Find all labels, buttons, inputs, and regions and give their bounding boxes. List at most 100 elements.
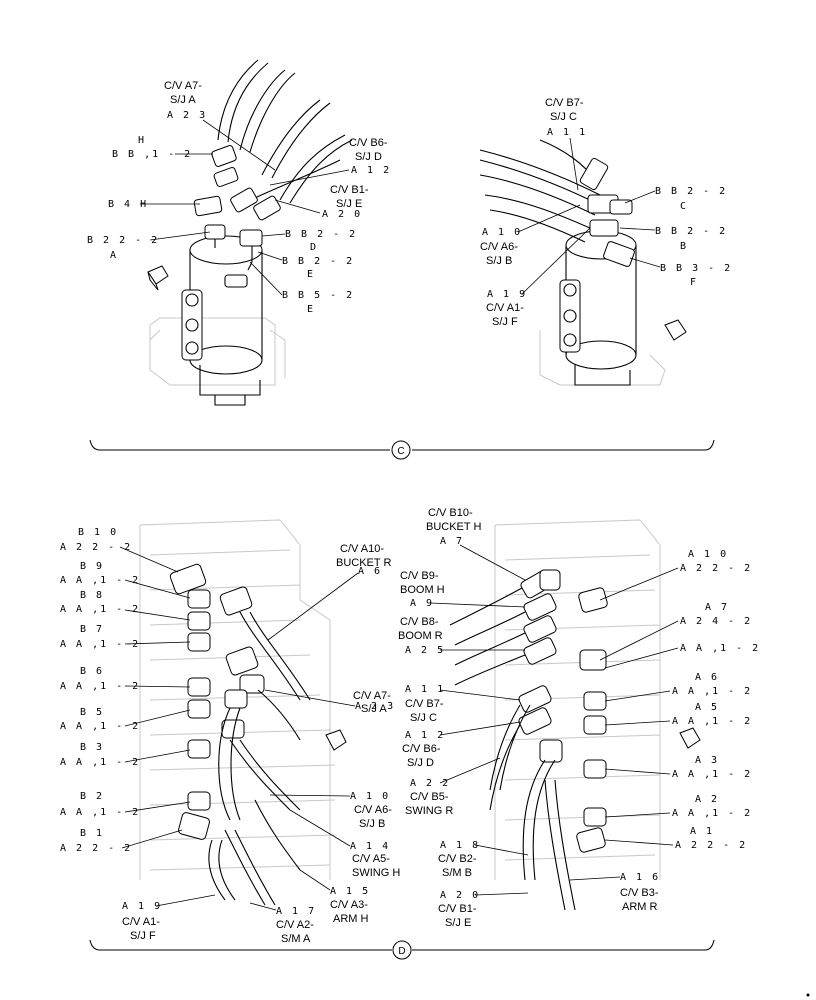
lbl-d-a7-2: S/J A — [361, 703, 387, 715]
lbl-d-a6-2: S/J B — [359, 818, 385, 830]
ref-d-a6: A 6 — [358, 566, 382, 577]
ref-d-r-a1v: A 2 2 - 2 — [675, 840, 747, 851]
view-marker-c — [391, 440, 411, 460]
ref-d-r-a5v: A A ,1 - 2 — [672, 716, 752, 727]
swivel-body-right — [539, 230, 666, 386]
ref-c-a23: A 2 3 — [167, 110, 207, 121]
lbl-d-b2-1: C/V B2- — [438, 853, 477, 865]
bracket-d: D — [89, 939, 715, 960]
ref-d-r-a5: A 5 — [695, 702, 719, 713]
lbl-d-b1-1: C/V B1- — [438, 903, 477, 915]
ref-d-a17: A 1 7 — [276, 906, 316, 917]
lbl-c-a1-2: S/J F — [492, 316, 518, 328]
lbl-d-a2-2: S/M A — [281, 933, 311, 945]
ref-d-a10: A 1 0 — [350, 791, 390, 802]
lbl-d-b7-1: C/V B7- — [405, 698, 444, 710]
lbl-d-b3-1: C/V B3- — [620, 887, 659, 899]
ref-c-bb2c: B B 2 - 2 — [655, 186, 727, 197]
lbl-d-a3-2: ARM H — [333, 913, 369, 925]
labels-d-left: B 1 0 A 2 2 - 2 B 9 A A ,1 - 2 B 8 A A ,… — [60, 527, 400, 945]
lbl-d-b9-1: C/V B9- — [400, 570, 439, 582]
ref-d-a18: A 1 8 — [440, 840, 480, 851]
lbl-c-b7-2: S/J C — [550, 111, 577, 123]
bracket-c: C — [89, 439, 715, 460]
view-c-right-swivel: C/V B7- S/J C A 1 1 B B 2 - 2 C B B 2 - … — [479, 97, 732, 386]
lbl-d-b8-2: BOOM R — [398, 630, 443, 642]
fittings-right — [579, 157, 635, 267]
ref-c-bb3f: B B 3 - 2 — [660, 263, 732, 274]
ref-d-a11d: A A ,1 - 2 — [60, 681, 140, 692]
ref-c-a12: A 1 2 — [351, 165, 391, 176]
lbl-d-a1-2: S/J F — [130, 930, 156, 942]
view-d-left-valve: B 1 0 A 2 2 - 2 B 9 A A ,1 - 2 B 8 A A ,… — [60, 519, 400, 945]
ref-d-a11g: A A ,1 - 2 — [60, 807, 140, 818]
ref-d-a11c: A A ,1 - 2 — [60, 639, 140, 650]
ref-d-a11e: A A ,1 - 2 — [60, 721, 140, 732]
lbl-c-a6-1: C/V A6- — [480, 241, 518, 253]
view-marker-d-label: D — [398, 946, 405, 957]
lbl-d-a1-1: C/V A1- — [122, 916, 160, 928]
lbl-d-b1-2: S/J E — [445, 917, 471, 929]
ref-d-a22a: A 2 2 - 2 — [60, 542, 132, 553]
view-marker-d — [392, 940, 412, 960]
ref-c-a19: A 1 9 — [487, 289, 527, 300]
ref-c-b4h: B 4 H — [108, 199, 148, 210]
ref-d-a22b: A 2 2 - 2 — [60, 843, 132, 854]
arrow-d-right — [679, 727, 701, 749]
ref-d-r-a2: A 2 — [695, 794, 719, 805]
hoses-d-right — [449, 587, 576, 911]
ref-d-r-a1-1: A A ,1 - 2 — [680, 643, 760, 654]
lbl-d-a7-1: C/V A7- — [353, 690, 391, 702]
labels-d-right: C/V B10- BUCKET H A 7 C/V B9- BOOM H A 9… — [398, 507, 760, 929]
labels-c-right: C/V B7- S/J C A 1 1 B B 2 - 2 C B B 2 - … — [480, 97, 732, 328]
lbl-d-a6-1: C/V A6- — [354, 804, 392, 816]
ref-d-r-a2v: A A ,1 - 2 — [672, 808, 752, 819]
ref-d-a15: A 1 5 — [330, 886, 370, 897]
ref-d-a16: A 1 6 — [620, 872, 660, 883]
lbl-c-a1-1: C/V A1- — [486, 302, 524, 314]
lbl-d-a5-2: SWING H — [352, 867, 400, 879]
ref-d-b5: B 5 — [80, 707, 104, 718]
ref-d-r-a1: A 1 — [690, 826, 714, 837]
ref-d-r-a7: A 7 — [705, 602, 729, 613]
ref-d-a9: A 9 — [410, 598, 434, 609]
lbl-c-b6-1: C/V B6- — [349, 137, 388, 149]
lbl-c-b1-2: S/J E — [336, 198, 362, 210]
ref-c-bb5e: B B 5 - 2 — [282, 290, 354, 301]
fittings-left — [193, 145, 281, 271]
ref-d-r-a7v: A 2 4 - 2 — [680, 616, 752, 627]
lbl-c-b6-2: S/J D — [355, 151, 382, 163]
lbl-c-b7-1: C/V B7- — [545, 97, 584, 109]
ref-c-h: H — [138, 135, 146, 146]
ref-d-b3: B 3 — [80, 742, 104, 753]
lbl-d-b3-2: ARM R — [622, 901, 658, 913]
lbl-d-b7-2: S/J C — [410, 712, 437, 724]
ref-d-a11a: A A ,1 - 2 — [60, 575, 140, 586]
hoses-d-left — [208, 611, 311, 906]
swivel-body-left — [149, 235, 286, 406]
ref-c-bb2e: B B 2 - 2 — [282, 256, 354, 267]
corner-dot — [806, 993, 810, 997]
ref-d-r-a3: A 3 — [695, 755, 719, 766]
lbl-d-a10-2: BUCKET R — [336, 557, 391, 569]
fittings-d-left — [169, 563, 265, 840]
lbl-d-a5-1: C/V A5- — [352, 853, 390, 865]
fittings-d-right — [518, 569, 608, 853]
ref-c-e2: E — [307, 304, 315, 315]
ref-c-c: C — [680, 201, 688, 212]
ref-d-r-a6v: A A ,1 - 2 — [672, 686, 752, 697]
ref-c-bb2b: B B 2 - 2 — [655, 226, 727, 237]
lbl-d-b2-2: S/M B — [442, 867, 472, 879]
ref-c-f: F — [690, 277, 698, 288]
ref-d-b6: B 6 — [80, 666, 104, 677]
arrow-c-right — [664, 319, 687, 341]
view-marker-c-label: C — [397, 446, 404, 457]
lbl-d-b6-1: C/V B6- — [402, 743, 441, 755]
lbl-c-b1-1: C/V B1- — [330, 184, 369, 196]
ref-d-a7: A 7 — [440, 536, 464, 547]
lbl-c-a7-1: C/V A7- — [164, 80, 202, 92]
view-c-left-swivel: C/V A7- S/J A A 2 3 H B B ,1 - 2 C/V B6-… — [87, 59, 391, 406]
ref-d-a11: A 1 1 — [405, 684, 445, 695]
ref-d-a23: A 2 3 — [355, 701, 395, 712]
